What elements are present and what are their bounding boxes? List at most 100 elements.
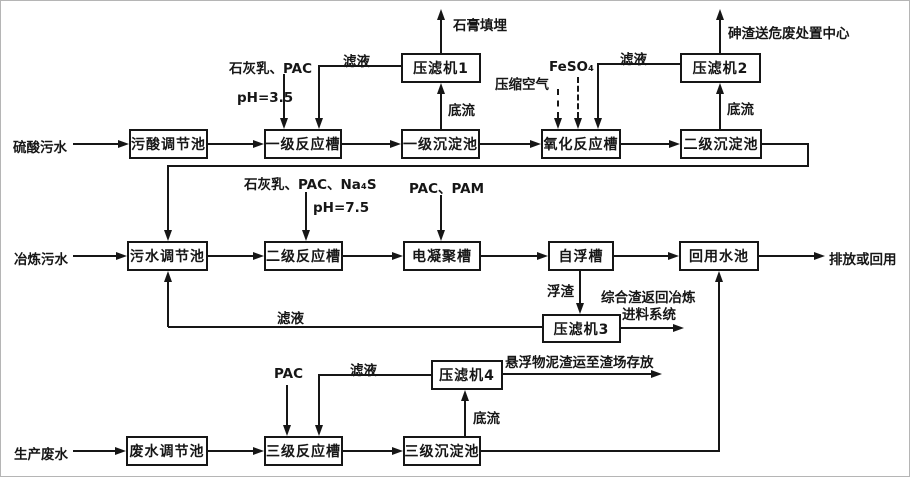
label-ph-7-5: pH=7.5: [313, 200, 370, 216]
node-stage2-sedimentation-tank: 二级沉淀池: [680, 129, 762, 159]
flow-line: [621, 143, 669, 145]
label-lime-pac-na4s: 石灰乳、PAC、Na₄S: [244, 177, 377, 193]
flow-line: [343, 255, 392, 257]
output-line: [440, 19, 442, 53]
node-production-adjust-tank: 废水调节池: [126, 436, 208, 466]
arrowhead: [253, 447, 264, 455]
arrowhead: [716, 9, 724, 20]
scum-line: [579, 271, 581, 304]
filtrate-line: [318, 65, 320, 118]
output-line: [621, 327, 673, 329]
filtrate-line: [318, 374, 320, 425]
arrowhead: [537, 252, 548, 260]
dosing-line: [286, 385, 288, 425]
flow-line: [343, 450, 392, 452]
label-smelting-input: 冶炼污水: [14, 252, 68, 268]
arrowhead: [554, 118, 562, 129]
label-residue-return-line2: 进料系统: [622, 307, 676, 323]
label-suspended-sludge: 悬浮物泥渣运至渣场存放: [505, 355, 654, 371]
label-compressed-air: 压缩空气: [495, 77, 549, 93]
arrowhead: [392, 252, 403, 260]
label-underflow-2: 底流: [727, 102, 754, 118]
flow-line: [73, 255, 117, 257]
label-pac-pam: PAC、PAM: [409, 181, 485, 197]
flow-line: [759, 255, 814, 257]
label-filtrate-1: 滤液: [343, 54, 370, 70]
label-ph-3-5: pH=3.5: [237, 90, 294, 106]
arrowhead: [302, 230, 310, 241]
arrowhead: [715, 271, 723, 282]
arrowhead: [283, 425, 291, 436]
arrowhead: [594, 118, 602, 129]
dosing-line: [440, 195, 442, 230]
label-filtrate-2: 滤液: [620, 52, 647, 68]
filtrate-line: [168, 326, 542, 328]
node-stage1-sedimentation-tank: 一级沉淀池: [401, 129, 480, 159]
flow-line: [73, 450, 116, 452]
dosing-line-dashed: [577, 77, 579, 118]
arrowhead: [280, 118, 288, 129]
filtrate-line: [319, 65, 402, 67]
label-acid-input: 硫酸污水: [13, 140, 67, 156]
arrowhead: [315, 425, 323, 436]
arrowhead: [390, 140, 401, 148]
label-gypsum-landfill: 石膏填埋: [453, 18, 507, 34]
flow-line: [208, 255, 254, 257]
node-oxidation-reaction-tank: 氧化反应槽: [541, 129, 621, 159]
node-acid-adjust-tank: 污酸调节池: [129, 129, 208, 159]
label-filtrate-4: 滤液: [350, 363, 377, 379]
label-underflow-3: 底流: [473, 411, 500, 427]
label-production-input: 生产废水: [14, 447, 68, 463]
label-feso4: FeSO₄: [549, 59, 594, 75]
underflow-line: [464, 401, 466, 436]
transfer-line: [481, 450, 720, 452]
return-line: [807, 143, 809, 167]
underflow-line: [440, 94, 442, 129]
node-flotation-tank: 自浮槽: [548, 241, 614, 271]
dosing-line-dashed: [557, 89, 559, 118]
label-scum: 浮渣: [547, 284, 574, 300]
flow-line: [208, 450, 254, 452]
label-lime-pac: 石灰乳、PAC: [229, 61, 313, 77]
arrowhead: [115, 447, 126, 455]
node-stage1-reaction-tank: 一级反应槽: [264, 129, 342, 159]
arrowhead: [164, 230, 172, 241]
label-discharge-or-reuse: 排放或回用: [829, 252, 897, 268]
return-line: [762, 143, 809, 145]
node-filter-press-4: 压滤机4: [431, 360, 503, 390]
flow-line: [481, 255, 537, 257]
label-pac: PAC: [274, 366, 304, 382]
flow-line: [342, 143, 390, 145]
label-residue-return-line1: 综合渣返回冶炼: [601, 290, 696, 306]
label-arsenic-residue: 砷渣送危废处置中心: [728, 26, 850, 42]
node-filter-press-3: 压滤机3: [542, 314, 621, 343]
output-line: [719, 19, 721, 53]
arrowhead: [164, 271, 172, 282]
arrowhead: [437, 9, 445, 20]
filtrate-line: [319, 374, 431, 376]
arrowhead: [576, 303, 584, 314]
node-stage2-reaction-tank: 二级反应槽: [264, 241, 343, 271]
filtrate-line: [167, 282, 169, 327]
flow-line: [480, 143, 530, 145]
filtrate-line: [598, 63, 680, 65]
arrowhead: [574, 118, 582, 129]
arrowhead: [530, 140, 541, 148]
output-line: [503, 373, 651, 375]
arrowhead: [461, 390, 469, 401]
return-line: [167, 165, 169, 230]
arrowhead: [253, 140, 264, 148]
arrowhead: [392, 447, 403, 455]
dosing-line: [305, 192, 307, 230]
node-reuse-water-tank: 回用水池: [679, 241, 759, 271]
node-filter-press-2: 压滤机2: [680, 53, 761, 83]
flow-line: [208, 143, 254, 145]
arrowhead: [253, 252, 264, 260]
arrowhead: [716, 83, 724, 94]
return-line: [168, 165, 809, 167]
flow-line: [73, 143, 119, 145]
node-electrocoagulation-tank: 电凝聚槽: [403, 241, 481, 271]
label-underflow-1: 底流: [448, 103, 475, 119]
arrowhead: [668, 252, 679, 260]
